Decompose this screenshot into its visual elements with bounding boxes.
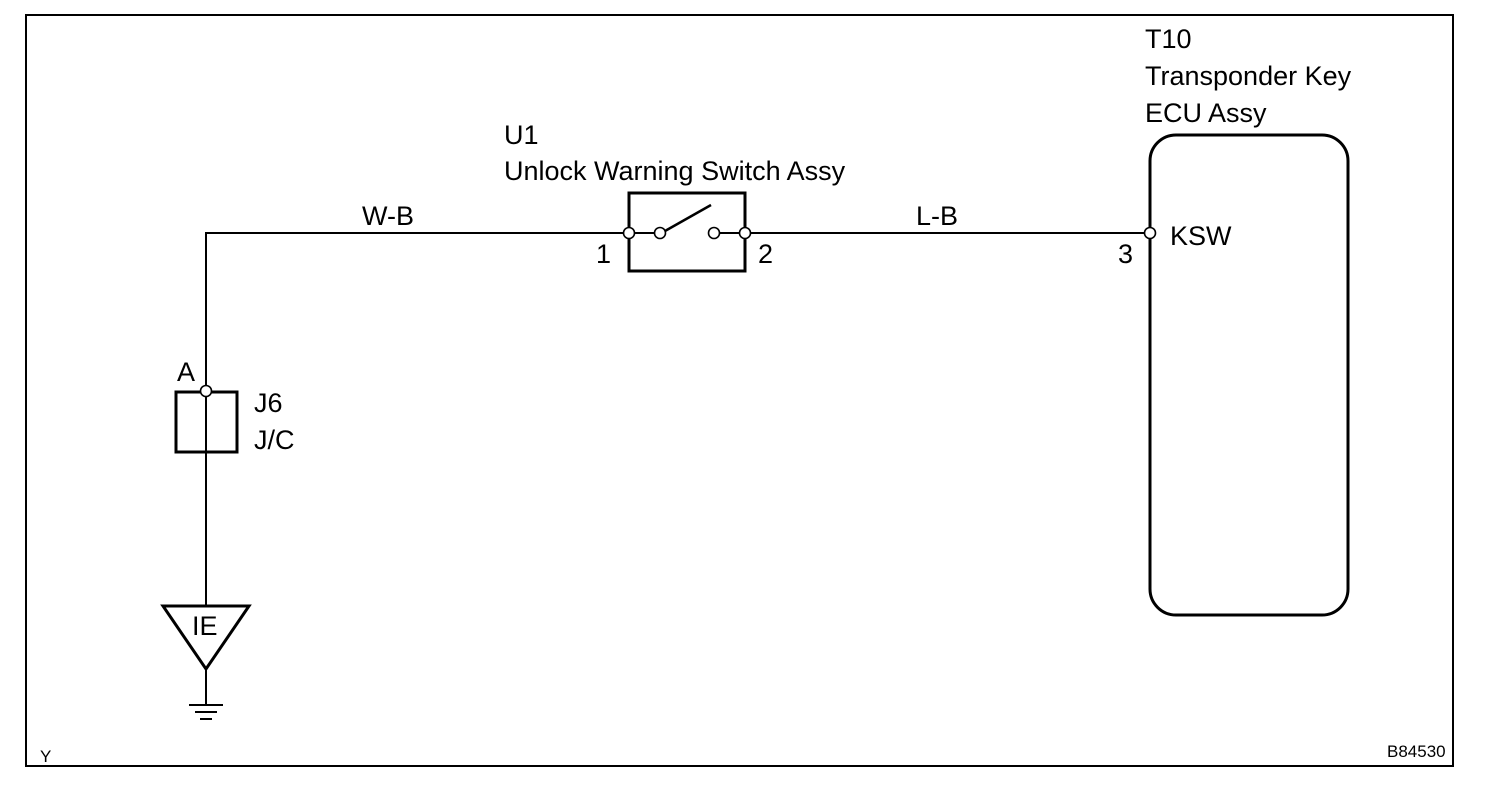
diagram-frame bbox=[25, 14, 1454, 767]
ecu-terminal-3 bbox=[1143, 226, 1157, 240]
junction-terminal-a bbox=[199, 384, 213, 398]
junction-type: J/C bbox=[254, 425, 295, 455]
ecu-code: T10 bbox=[1145, 24, 1192, 54]
ecu-box bbox=[1148, 133, 1350, 617]
switch-name: Unlock Warning Switch Assy bbox=[504, 156, 846, 186]
ground-point-label: IE bbox=[192, 611, 218, 641]
switch-code: U1 bbox=[504, 120, 539, 150]
wire-left-color-label: W-B bbox=[362, 201, 414, 231]
wire-right-color-label: L-B bbox=[916, 201, 958, 231]
junction-pin: A bbox=[177, 357, 195, 387]
frame-corner-label: Y bbox=[40, 747, 51, 766]
switch-terminal-1 bbox=[622, 226, 636, 240]
ground-point-triangle bbox=[160, 604, 252, 672]
ground-symbol-icon bbox=[189, 704, 223, 720]
switch-contact-fixed bbox=[707, 226, 721, 240]
ecu-terminal-pin: 3 bbox=[1118, 239, 1133, 269]
switch-contact-arm bbox=[664, 203, 712, 233]
ecu-name-line1: Transponder Key bbox=[1145, 61, 1352, 91]
ecu-name-line2: ECU Assy bbox=[1145, 98, 1267, 128]
wire-w-b bbox=[205, 232, 624, 386]
junction-code: J6 bbox=[254, 388, 283, 418]
switch-terminal-2 bbox=[738, 226, 752, 240]
frame-reference-code: B84530 bbox=[1387, 742, 1446, 761]
switch-pin-right: 2 bbox=[758, 239, 773, 269]
ecu-terminal-name: KSW bbox=[1170, 221, 1232, 251]
switch-pin-left: 1 bbox=[596, 239, 611, 269]
switch-contact-pivot bbox=[653, 226, 667, 240]
